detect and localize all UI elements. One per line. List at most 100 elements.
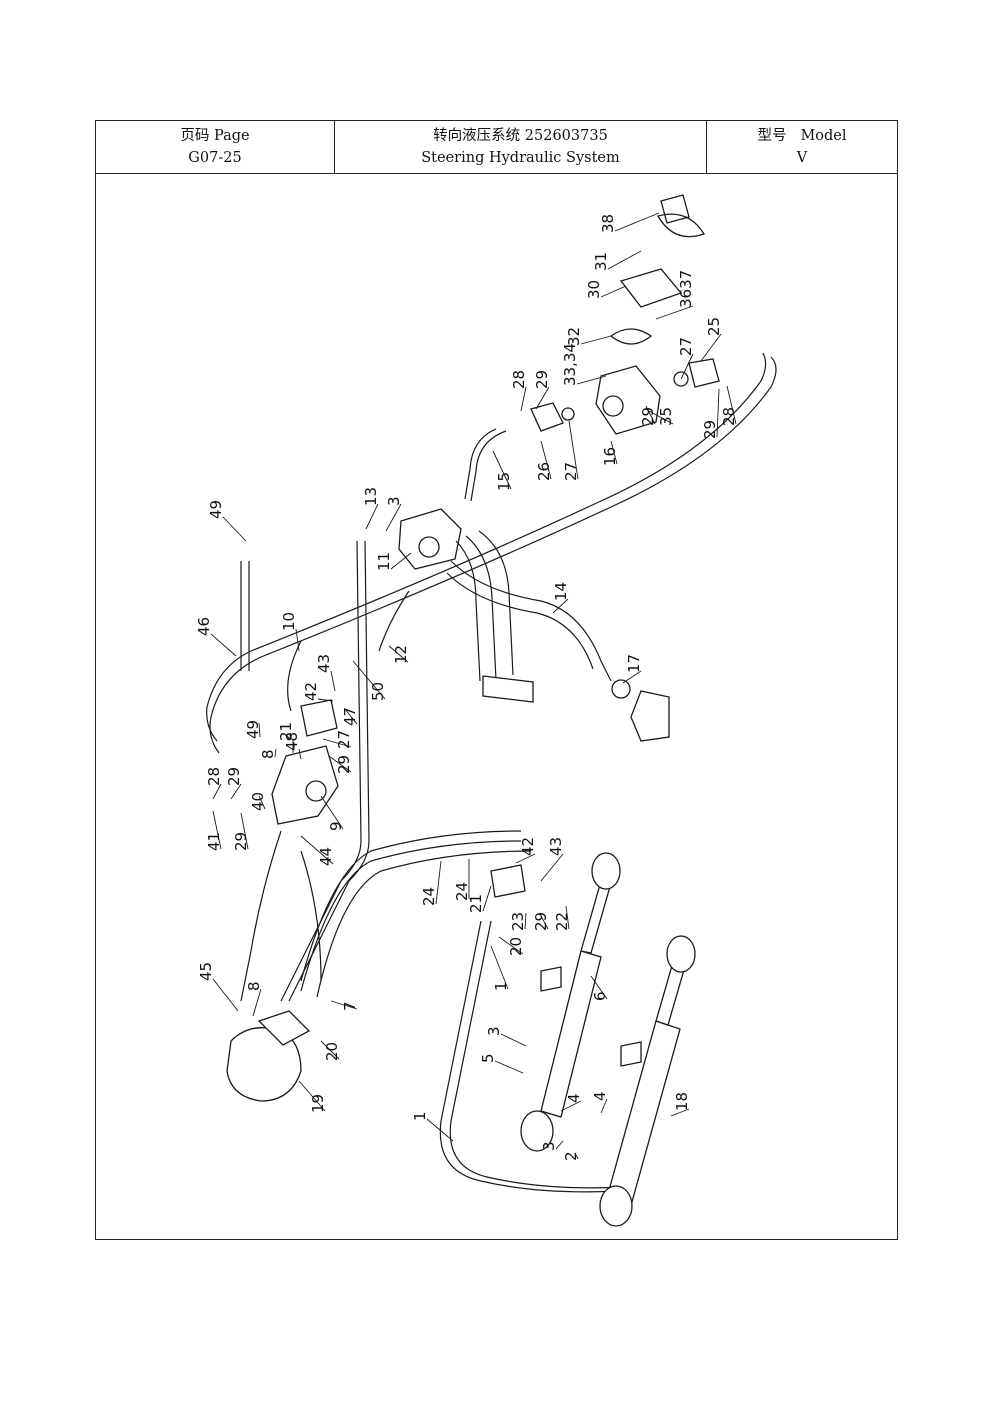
callout-leader [700,333,722,362]
callout-label: 18 [673,1092,691,1111]
callout-leader [322,738,352,748]
callout-label: 1 [411,1111,429,1121]
callout-label: 44 [317,847,335,866]
callout-label: 17 [625,654,643,673]
title-english: Steering Hydraulic System [421,150,620,166]
hydraulic-assembly-lines [206,194,777,1227]
callout-leader [716,388,720,438]
callout-label: 14 [552,582,570,601]
callout-leader [622,670,642,684]
callout-label: 30 [585,280,603,299]
callout-leader [590,975,608,1000]
callout-label: 23 [509,912,527,931]
callout-leader [274,748,277,758]
callout-label: 15 [495,472,513,491]
callout-label: 24 [420,887,438,906]
callout-leader [482,885,492,912]
callout-label: 5 [479,1053,497,1063]
page-number: G07-25 [188,150,242,166]
model-label-en: Model [800,128,847,144]
callout-label: 11 [375,552,393,571]
callout-label: 33,34 [561,343,579,386]
callout-leader [648,410,674,425]
callout-label: 8 [259,749,277,759]
callout-leader [645,405,656,425]
callout-label: 49 [207,500,225,519]
callout-leader [670,1108,690,1117]
callout-label: 26 [535,462,553,481]
callout-label: 27 [562,462,580,481]
model-value: V [796,150,808,166]
callout-leader [492,450,512,490]
callout-leader [555,1140,564,1150]
callout-label: 6 [591,991,609,1001]
callout-leader [560,1100,582,1112]
callout-label: 3 [540,1141,558,1151]
callout-label: 27 [677,337,695,356]
callout-leader [320,1040,340,1060]
callout-label: 42 [519,837,537,856]
callout-label: 43 [315,654,333,673]
callout-leader [524,912,527,930]
callout-label: 13 [362,487,380,506]
callout-leader [212,783,222,800]
callout-leader [610,440,618,465]
callout-label: 28 [510,370,528,389]
title-cell: 转向液压系统 252603735 Steering Hydraulic Syst… [335,121,707,173]
callout-label: 29 [335,755,353,774]
model-cell: 型号 Model V [707,121,897,173]
callout-leader [317,698,334,702]
callout-leader [498,936,524,955]
callout-label: 2 [562,1151,580,1161]
callout-leader [426,1118,454,1142]
callout-leader [240,812,249,850]
callout-leader [385,503,402,532]
callout-label: 8 [245,981,263,991]
callout-label: 45 [197,962,215,981]
callout-leader [576,375,607,385]
callout-leader [540,440,552,480]
callout-leader [614,212,660,232]
callout-leader [600,285,627,298]
callout-label: 29 [533,370,551,389]
callout-label: 46 [195,617,213,636]
callout-label: 20 [323,1042,341,1061]
callout-leader [344,708,358,725]
callout-leader [435,860,442,905]
callout-label: 9 [327,821,345,831]
callout-label: 29 [232,832,250,851]
callout-leader [252,988,262,1017]
callout-leader [222,516,247,542]
callout-leader [680,353,694,380]
callout-label: 3 [385,496,403,506]
callout-leader [330,670,336,692]
callout-label: 29 [225,767,243,786]
model-label-cn: 型号 [757,128,787,144]
callout-label: 10 [280,612,298,631]
callout-label: 3637 [677,270,695,308]
callout-leader [212,810,222,850]
callout-label: 35 [657,407,675,426]
title-block: 页码 Page G07-25 转向液压系统 252603735 Steering… [96,121,897,174]
page-label: 页码 Page [180,128,250,144]
callout-label: 43 [547,837,565,856]
callout-leader [258,722,261,738]
callout-label: 32 [565,327,583,346]
callout-label: 21 [277,722,295,741]
callout-label: 25 [705,317,723,336]
title-chinese: 转向液压系统 252603735 [433,128,608,144]
callout-label: 20 [507,937,525,956]
callout-label: 1 [492,981,510,991]
callout-label: 27 [335,730,353,749]
callout-label: 31 [592,252,610,271]
callout-leader [390,552,412,570]
callout-leader [500,1033,527,1047]
callout-leader [300,835,334,865]
callout-leader [210,633,237,657]
callout-label: 29 [639,407,657,426]
callout-leader [258,795,266,810]
callout-leader [565,905,570,930]
callout-label: 47 [341,707,359,726]
callout-leader [298,1080,326,1112]
